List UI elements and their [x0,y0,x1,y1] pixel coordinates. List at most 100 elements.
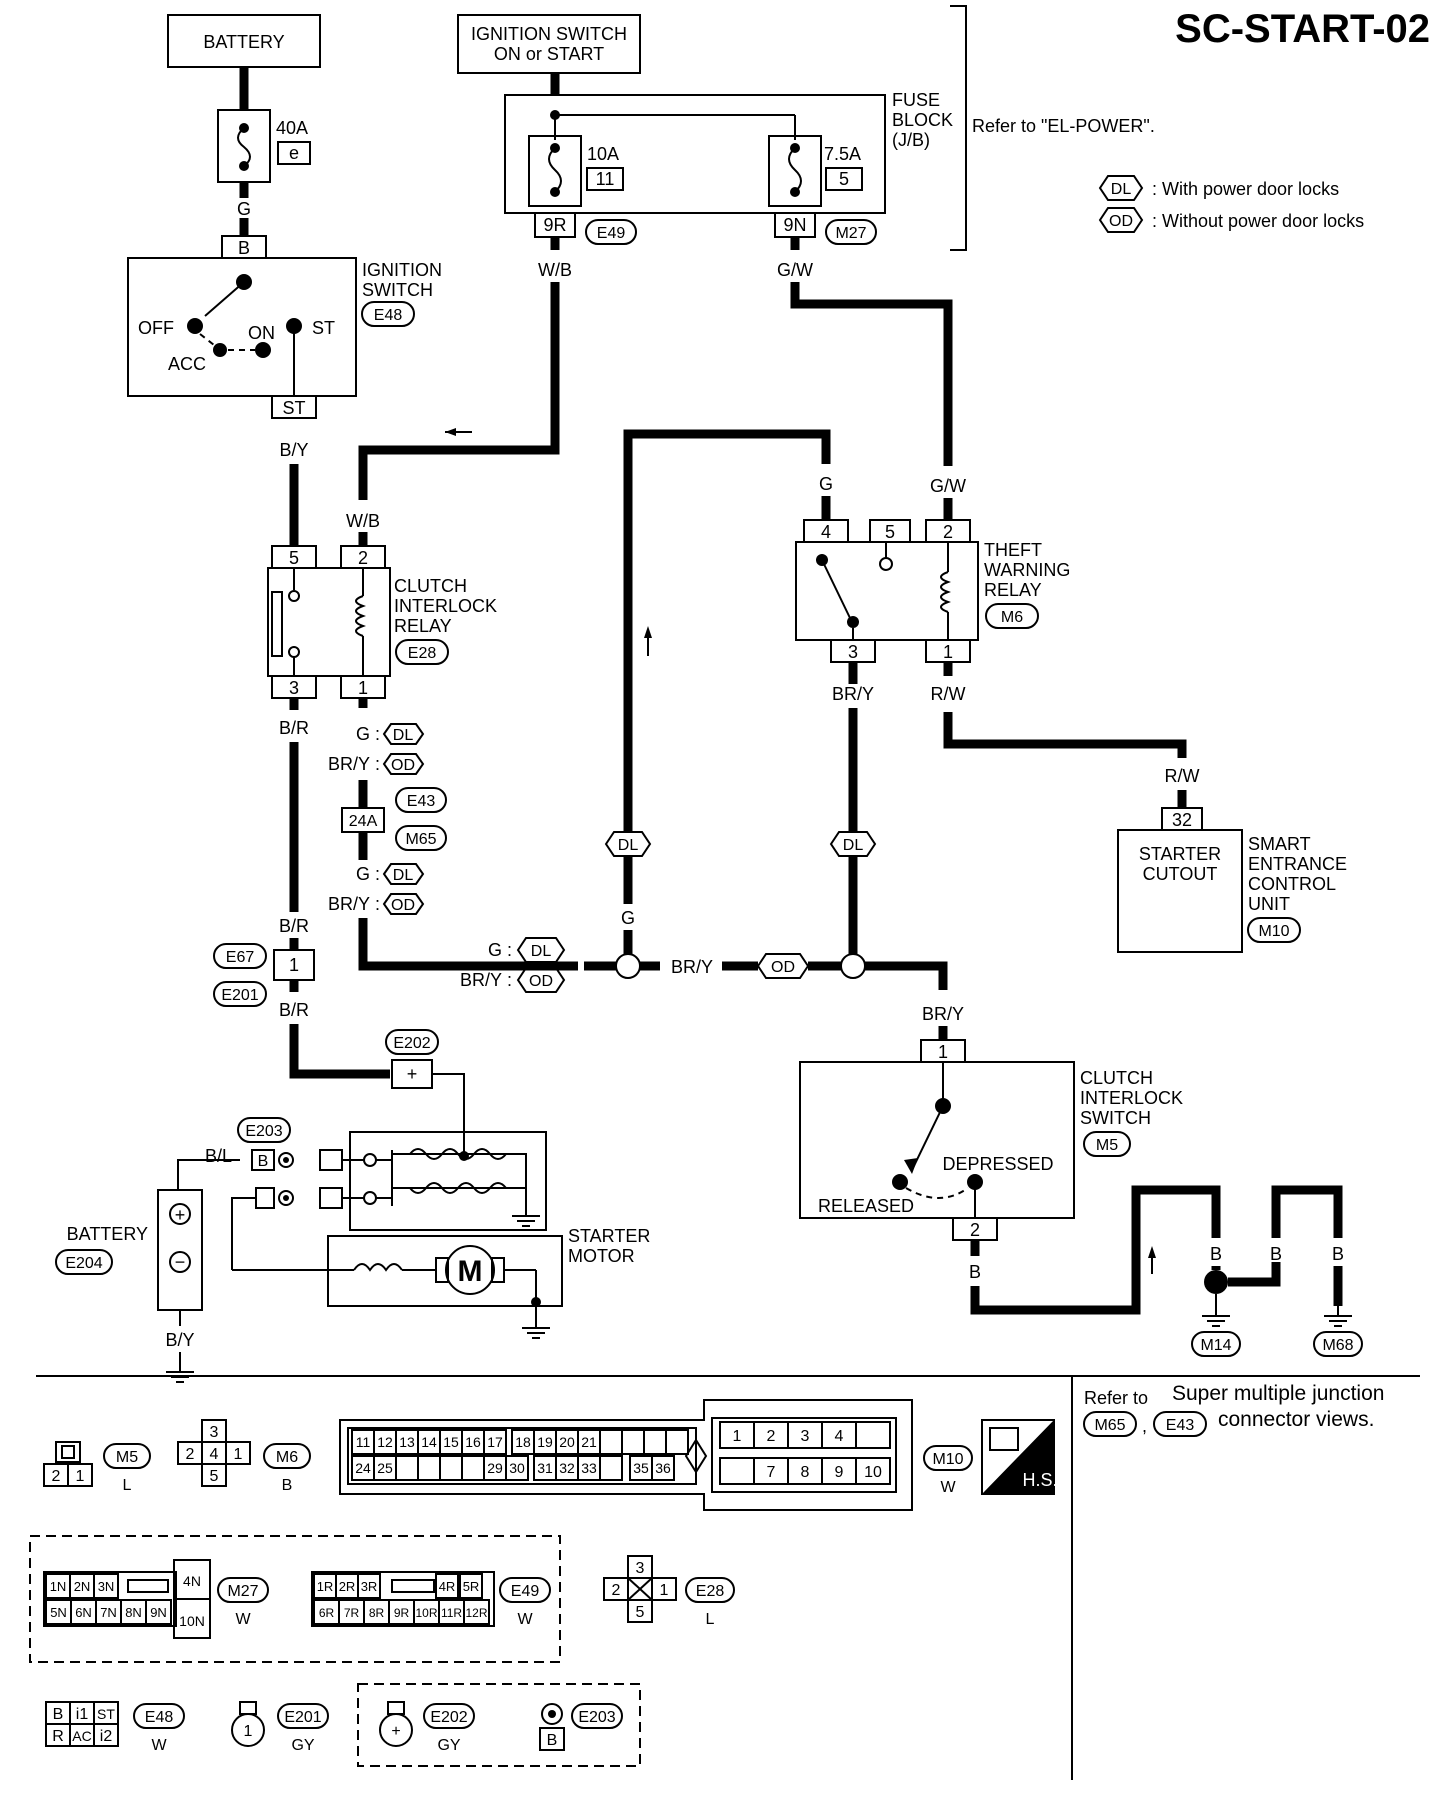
wire-br-label-1: B/R [279,718,309,738]
wire-g-splice: G [621,908,635,928]
clutch-switch-name3: SWITCH [1080,1108,1151,1128]
connector-cell: 11R [441,1606,462,1620]
wire-g-dl-2: G [356,864,370,884]
battery-box [167,14,321,68]
svg-text:3: 3 [636,1560,645,1577]
fuse-7-5a-id: 5 [839,169,849,189]
wire-wb-label-relay: W/B [346,511,380,531]
theft-relay-t5: 5 [885,522,895,542]
junction-24a: 24A [349,813,378,830]
e202-term: + [407,1064,418,1084]
connector-cell: 36 [655,1460,671,1476]
ref-e43: E43 [1166,1417,1195,1434]
diagram-title: SC-START-02 [1175,7,1430,51]
theft-relay-name2: WARNING [984,560,1070,580]
connector-cell: 3R [361,1579,378,1594]
svg-text:L: L [706,1611,715,1628]
connector-cell: 7N [100,1605,117,1620]
clutch-switch-name2: INTERLOCK [1080,1088,1183,1108]
wire-bry-theft: BR/Y [832,684,874,704]
connector-cell: 10 [864,1464,882,1481]
ign-on-start-line2: ON or START [494,44,604,64]
connector-cell: 6N [75,1605,92,1620]
super-text1: Super multiple junction [1172,1382,1384,1405]
svg-text:H.S.: H.S. [1022,1470,1057,1490]
wire-br-label-2: B/R [279,916,309,936]
svg-text::: : [507,970,512,990]
svg-text:W: W [235,1611,251,1628]
connector-cell: 6R [319,1606,335,1620]
clutch-relay-t3: 3 [289,678,299,698]
connector-cell: 35 [633,1460,649,1476]
svg-text:1: 1 [244,1723,253,1740]
svg-text:: Without power door locks: : Without power door locks [1152,211,1364,231]
svg-text:1: 1 [660,1582,669,1599]
refer-to-label: Refer to [1084,1388,1148,1408]
svg-text:E49: E49 [511,1583,540,1600]
connector-cell: 2 [767,1428,776,1445]
clutch-relay-conn: E28 [408,645,437,662]
ground-m14: M14 [1200,1337,1231,1354]
connector-cell: 1N [50,1579,67,1594]
connector-cell: 13 [399,1434,415,1450]
svg-text:2: 2 [186,1446,195,1463]
svg-text:GY: GY [437,1737,460,1754]
theft-relay-t2: 2 [943,522,953,542]
conn-e49-label: E49 [597,225,626,242]
svg-text:B: B [547,1732,558,1749]
connector-cell: 15 [443,1434,459,1450]
conn-e201: E201 [221,987,258,1004]
connector-cell: 29 [487,1460,503,1476]
fuse-40a-rating: 40A [276,118,308,138]
svg-text::: : [507,940,512,960]
clutch-switch-name1: CLUTCH [1080,1068,1153,1088]
wire-bry-od-1: BR/Y [328,754,370,774]
clutch-interlock-relay [267,567,391,677]
connector-cell: 30 [509,1460,525,1476]
ignition-switch-on-start [457,14,641,74]
wire-b-m14-1: B [1210,1244,1222,1264]
wire-g-dl-1: G [356,724,370,744]
svg-text:E28: E28 [696,1583,725,1600]
connector-cell: 4 [835,1428,844,1445]
connector-cell: 2R [339,1579,356,1594]
clutch-relay-t5: 5 [289,548,299,568]
junction-conn-e43: E43 [407,793,436,810]
connector-cell: 12 [377,1434,393,1450]
wire-by-label: B/Y [279,440,308,460]
clutch-relay-name1: CLUTCH [394,576,467,596]
wire-bry-od-3: BR/Y [460,970,502,990]
motor-m: M [458,1255,483,1288]
connector-cell: 14 [421,1434,437,1450]
connector-cell: 11 [356,1434,371,1450]
wire-gw-label-top: G/W [777,260,813,280]
svg-text:GY: GY [291,1737,314,1754]
ign-term-b: B [238,238,250,258]
connector-cell: 17 [487,1434,503,1450]
connector-cell: 4N [183,1573,201,1589]
svg-text:OD: OD [529,973,553,990]
wire-bl-label: B/L [205,1146,232,1166]
connector-cell: 5N [50,1605,67,1620]
svg-text:W: W [517,1611,533,1628]
connector-cell: 20 [559,1434,575,1450]
theft-relay-t4: 4 [821,522,831,542]
svg-text::: : [375,894,380,914]
svg-text::: : [375,724,380,744]
svg-text:B: B [53,1706,64,1723]
connector-cell: 5R [463,1579,480,1594]
wire-g-label: G [237,199,251,219]
clutch-relay-t2: 2 [358,548,368,568]
svg-text:L: L [123,1477,132,1494]
battery-bottom-name: BATTERY [67,1224,148,1244]
connector-cell: 1 [733,1428,742,1445]
theft-relay-name3: RELAY [984,580,1042,600]
svg-text:DL: DL [531,943,552,960]
splice-right [840,953,866,979]
clutch-relay-name3: RELAY [394,616,452,636]
super-text2: connector views. [1218,1408,1374,1431]
connector-cell: 9N [150,1605,167,1620]
smart-unit-t32: 32 [1172,810,1192,830]
